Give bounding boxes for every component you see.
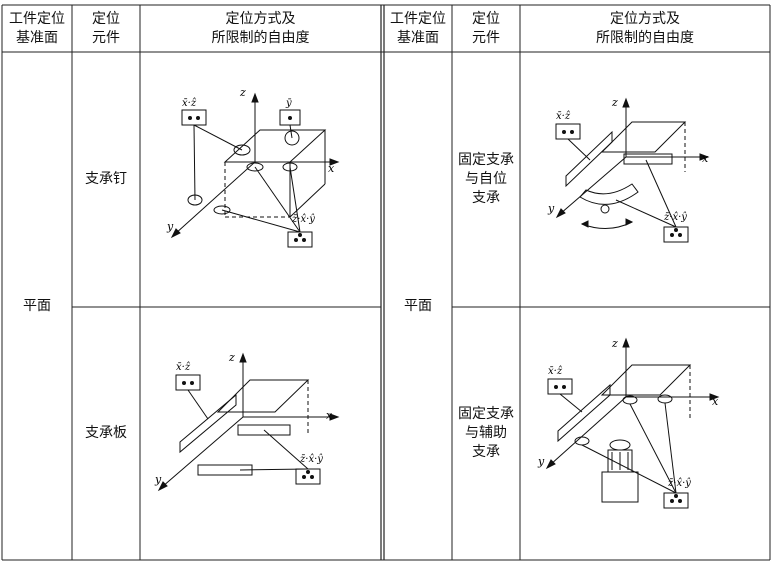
diagram-fixed-self-aligning: z x y x̄·ẑ z̄·x̂·ŷ: [547, 96, 710, 243]
axis-z-label: z: [611, 337, 618, 350]
axis-z-label: z: [239, 86, 246, 99]
header-method-left: 定位方式及 所限制的自由度: [211, 10, 310, 46]
element-fixed-self-aligning: 固定支承 与自位 支承: [458, 152, 514, 206]
header-element-right: 定位 元件: [472, 10, 500, 46]
axis-x-label: x: [326, 409, 333, 422]
header-base-surface-right: 工件定位 基准面: [390, 10, 446, 46]
dof-label-xz: x̄·ẑ: [182, 98, 197, 109]
axis-x-label: x: [702, 152, 709, 165]
diagram-support-plates: z x y x̄·ẑ z̄·x̂·ŷ: [154, 351, 340, 492]
dof-label-zxy: z̄·x̂·ŷ: [663, 212, 687, 223]
axis-y-label: y: [547, 202, 555, 215]
dof-label-zxy: z̄·x̂·ŷ: [291, 214, 315, 225]
diagram-fixed-auxiliary: z x y x̄·ẑ z̄·x̂·ŷ: [537, 337, 720, 509]
dof-label-zxy: z̄·x̂·ŷ: [299, 454, 323, 465]
dof-label-y: ȳ: [285, 98, 292, 109]
axis-z-label: z: [228, 351, 235, 364]
header-method-right: 定位方式及 所限制的自由度: [596, 10, 694, 46]
axis-y-label: y: [154, 473, 162, 486]
axis-x-label: x: [328, 162, 335, 175]
axis-y-label: y: [537, 455, 545, 468]
dof-label-zxy: z̄·x̂·ŷ: [667, 478, 691, 489]
axis-x-label: x: [712, 395, 719, 408]
axis-y-label: y: [166, 220, 174, 233]
diagram-support-pins: z x y x̄·ẑ ȳ z̄·x̂·ŷ: [166, 86, 340, 248]
element-fixed-auxiliary: 固定支承 与辅助 支承: [458, 406, 514, 460]
header-element-left: 定位 元件: [92, 10, 120, 46]
header-base-surface-left: 工件定位 基准面: [9, 10, 65, 46]
dof-label-xz: x̄·ẑ: [548, 366, 563, 377]
base-surface-right: 平面: [404, 297, 432, 314]
dof-label-xz: x̄·ẑ: [556, 111, 571, 122]
element-support-pin: 支承钉: [85, 171, 127, 187]
element-support-plate: 支承板: [85, 425, 127, 441]
axis-z-label: z: [611, 96, 618, 109]
base-surface-left: 平面: [23, 297, 51, 314]
dof-label-xz: x̄·ẑ: [176, 362, 191, 373]
